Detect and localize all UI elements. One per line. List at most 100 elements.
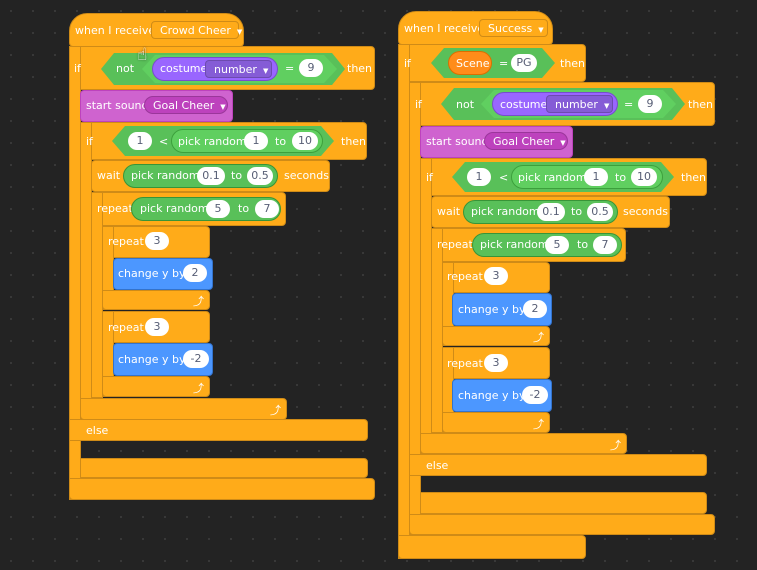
repeat-down-count[interactable]: 3 (484, 354, 508, 372)
loop-arrow-icon: ⤴ (610, 439, 621, 452)
else-bottom (69, 478, 375, 500)
random-from-field[interactable]: 1 (584, 168, 608, 186)
repeat-to-field[interactable]: 7 (593, 236, 617, 254)
change-y-up-block[interactable] (113, 258, 213, 290)
lt-sign: < (159, 135, 169, 148)
change-y-up-value[interactable]: 2 (183, 264, 207, 282)
dropdown-caret-icon: ▼ (560, 139, 566, 147)
wait-from-field[interactable]: 0.1 (537, 203, 565, 221)
random-to-label: to (275, 135, 287, 148)
equals-sign: = (624, 98, 634, 111)
message-value: Crowd Cheer (160, 24, 231, 37)
repeat-pick-label: pick random (140, 202, 209, 215)
hat-label: when I receive (404, 22, 485, 35)
scene-value-field[interactable]: PG (511, 54, 537, 72)
if-label: if (404, 57, 411, 70)
change-y-down-value[interactable]: -2 (522, 386, 548, 404)
message-dropdown[interactable]: Success ▼ (479, 19, 548, 37)
repeat-up-count[interactable]: 3 (145, 232, 169, 250)
repeat-to-label: to (577, 238, 589, 251)
random-to-field[interactable]: 10 (631, 168, 657, 186)
repeat-up-label: repeat (108, 235, 144, 248)
repeat-up-label: repeat (447, 270, 483, 283)
lt-left-field[interactable]: 1 (467, 168, 491, 186)
sound-value: Goal Cheer (153, 99, 215, 112)
wait-pick-label: pick random (471, 205, 540, 218)
dropdown-caret-icon: ▼ (220, 103, 226, 111)
lt-sign: < (499, 171, 509, 184)
costume-option: number (214, 63, 257, 76)
wait-to-field[interactable]: 0.5 (587, 203, 613, 221)
message-dropdown[interactable]: Crowd Cheer ▼ (151, 21, 243, 39)
scene-variable-reporter[interactable] (448, 51, 492, 75)
inner-if-bottom (80, 398, 287, 420)
repeat-down-bottom (442, 412, 550, 433)
message-value: Success (488, 22, 533, 35)
wait-from-field[interactable]: 0.1 (197, 167, 225, 185)
random-from-field[interactable]: 1 (244, 132, 268, 150)
equals-value-field[interactable]: 9 (638, 95, 662, 113)
repeat-down-count[interactable]: 3 (145, 318, 169, 336)
repeat-down-label: repeat (447, 357, 483, 370)
sound-value: Goal Cheer (493, 135, 555, 148)
equals-sign: = (285, 62, 295, 75)
pick-random-label: pick random (518, 171, 587, 184)
dropdown-caret-icon: ▼ (236, 28, 243, 36)
dropdown-caret-icon: ▼ (538, 26, 544, 34)
else-label: else (426, 459, 449, 472)
repeat-down-label: repeat (108, 321, 144, 334)
change-y-up-value[interactable]: 2 (523, 300, 547, 318)
repeat-up-count[interactable]: 3 (484, 267, 508, 285)
else-label: else (86, 424, 109, 437)
if-label: if (74, 62, 81, 75)
hat-label: when I receive (75, 24, 156, 37)
costume-label: costume (160, 62, 208, 75)
equals-sign: = (499, 57, 509, 70)
hand-cursor-icon: ☝ (137, 45, 148, 65)
costume-number-dropdown[interactable]: number▼ (205, 60, 272, 78)
then-label: then (560, 57, 586, 70)
equals-value-field[interactable]: 9 (299, 59, 323, 77)
scene-if-bottom (398, 535, 586, 559)
scene-label: Scene (456, 57, 490, 70)
change-y-down-value[interactable]: -2 (183, 350, 209, 368)
repeat-from-field[interactable]: 5 (206, 200, 230, 218)
change-y-label: change y by (458, 389, 526, 402)
repeat-label: repeat (97, 202, 133, 215)
costume-option: number (555, 98, 598, 111)
else-divider (409, 454, 707, 476)
inner-if-bottom (420, 433, 627, 454)
costume-number-dropdown[interactable]: number▼ (546, 95, 613, 113)
not-label: not (456, 98, 475, 111)
pick-random-label: pick random (178, 135, 247, 148)
repeat-up-bottom (442, 326, 550, 346)
repeat-bottom (91, 397, 287, 419)
change-y-label: change y by (118, 353, 186, 366)
inner-if-label: if (426, 171, 433, 184)
else-slot-block (80, 458, 368, 478)
repeat-up-bottom (102, 290, 210, 310)
lt-left-field[interactable]: 1 (128, 132, 152, 150)
change-y-label: change y by (458, 303, 526, 316)
inner-if-label: if (86, 135, 93, 148)
random-to-label: to (615, 171, 627, 184)
repeat-down-block[interactable] (442, 347, 550, 379)
loop-arrow-icon: ⤴ (270, 404, 281, 417)
repeat-pick-label: pick random (480, 238, 549, 251)
wait-pick-label: pick random (131, 169, 200, 182)
sound-dropdown[interactable]: Goal Cheer ▼ (144, 96, 228, 114)
wait-to-field[interactable]: 0.5 (247, 167, 273, 185)
repeat-down-bottom (102, 376, 210, 397)
else-divider (69, 419, 368, 441)
repeat-label: repeat (437, 238, 473, 251)
loop-arrow-icon: ⤴ (533, 331, 544, 344)
sound-dropdown[interactable]: Goal Cheer ▼ (484, 132, 568, 150)
repeat-from-field[interactable]: 5 (545, 236, 569, 254)
repeat-to-field[interactable]: 7 (255, 200, 279, 218)
seconds-label: seconds (284, 169, 329, 182)
wait-to-label: to (571, 205, 583, 218)
not-label: not (116, 62, 135, 75)
costume-label: costume (500, 98, 548, 111)
random-to-field[interactable]: 10 (292, 132, 318, 150)
loop-arrow-icon: ⤴ (193, 295, 204, 308)
